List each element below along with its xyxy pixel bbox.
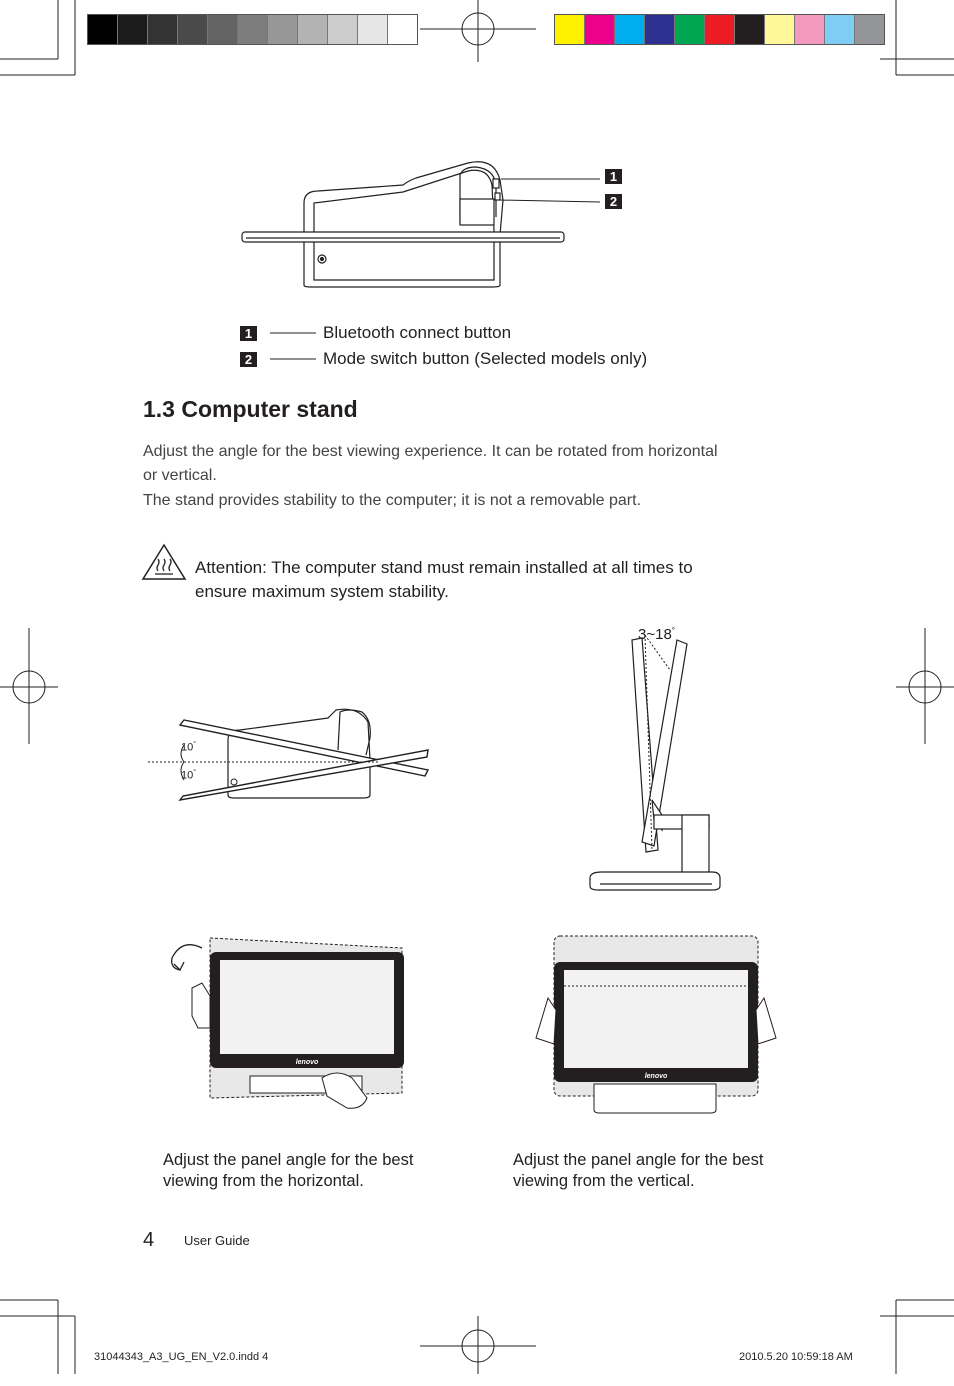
lenovo-logo-right: lenovo	[645, 1073, 668, 1080]
footer-file-name: 31044343_A3_UG_EN_V2.0.indd 4	[94, 1351, 269, 1363]
tilt-angle-down-label: 10°	[181, 769, 196, 782]
lenovo-logo-left: lenovo	[296, 1059, 319, 1066]
grayscale-swatch	[208, 15, 238, 44]
process-color-swatch	[705, 15, 735, 44]
grayscale-swatch	[388, 15, 417, 44]
process-color-swatch	[555, 15, 585, 44]
vertical-angle-range-value: 3~18	[638, 626, 672, 643]
tilt-angle-down-value: 10	[181, 769, 194, 782]
caption-vertical: Adjust the panel angle for the best view…	[513, 1150, 763, 1192]
process-color-swatch	[825, 15, 855, 44]
callout-number-2: 2	[605, 194, 622, 209]
grayscale-swatch	[358, 15, 388, 44]
grayscale-color-bar	[87, 14, 418, 45]
process-color-swatch	[765, 15, 795, 44]
process-color-swatch	[675, 15, 705, 44]
legend-label-1: Bluetooth connect button	[323, 323, 512, 342]
grayscale-swatch	[148, 15, 178, 44]
grayscale-swatch	[328, 15, 358, 44]
grayscale-swatch	[118, 15, 148, 44]
process-color-swatch	[795, 15, 825, 44]
horizontal-tilt-illustration	[148, 708, 430, 801]
section-title: 1.3 Computer stand	[143, 396, 358, 422]
section-paragraph-line-2: or vertical.	[143, 467, 217, 484]
registration-mark-bottom	[420, 1316, 536, 1374]
vertical-tilt-illustration	[589, 634, 721, 891]
hot-surface-warning-icon	[141, 543, 187, 580]
registration-mark-right	[896, 628, 954, 744]
process-color-swatch	[615, 15, 645, 44]
legend-leader-line-2	[270, 358, 316, 360]
caption-horizontal-line-1: Adjust the panel angle for the best	[163, 1151, 414, 1169]
grayscale-swatch	[298, 15, 328, 44]
caption-horizontal: Adjust the panel angle for the best view…	[163, 1150, 413, 1192]
legend-leader-line-1	[270, 332, 316, 334]
registration-mark-top	[420, 0, 536, 62]
rotate-vertical-illustration: lenovo	[535, 935, 777, 1114]
grayscale-swatch	[238, 15, 268, 44]
page-number: 4	[143, 1229, 155, 1251]
tilt-angle-down-degree: °	[193, 769, 197, 776]
tilt-angle-up-value: 10	[181, 741, 194, 754]
legend-label-2: Mode switch button (Selected models only…	[323, 349, 648, 368]
process-color-swatch	[645, 15, 675, 44]
caption-vertical-line-1: Adjust the panel angle for the best	[513, 1151, 764, 1169]
grayscale-swatch	[268, 15, 298, 44]
grayscale-swatch	[178, 15, 208, 44]
caption-vertical-line-2: viewing from the vertical.	[513, 1172, 695, 1190]
legend-number-1: 1	[240, 326, 257, 341]
process-color-swatch	[855, 15, 884, 44]
guide-label: User Guide	[184, 1233, 250, 1248]
attention-text-line-1: Attention: The computer stand must remai…	[195, 558, 693, 577]
process-color-bar	[554, 14, 885, 45]
legend-number-2: 2	[240, 352, 257, 367]
process-color-swatch	[585, 15, 615, 44]
section-paragraph-line-3: The stand provides stability to the comp…	[143, 492, 642, 509]
process-color-swatch	[735, 15, 765, 44]
vertical-angle-range-degree: °	[671, 626, 675, 635]
footer-date-time: 2010.5.20 10:59:18 AM	[739, 1351, 853, 1363]
attention-text-line-2: ensure maximum system stability.	[195, 582, 449, 601]
tilt-angle-up-label: 10°	[181, 741, 196, 754]
callout-number-1: 1	[605, 169, 622, 184]
grayscale-swatch	[88, 15, 118, 44]
vertical-angle-range-label: 3~18°	[638, 626, 675, 643]
section-paragraph-line-1: Adjust the angle for the best viewing ex…	[143, 443, 718, 460]
rotate-horizontal-illustration: lenovo	[171, 937, 404, 1109]
registration-mark-left	[0, 628, 58, 744]
tilt-angle-up-degree: °	[193, 741, 197, 748]
caption-horizontal-line-2: viewing from the horizontal.	[163, 1172, 364, 1190]
computer-side-view-illustration	[241, 161, 601, 288]
